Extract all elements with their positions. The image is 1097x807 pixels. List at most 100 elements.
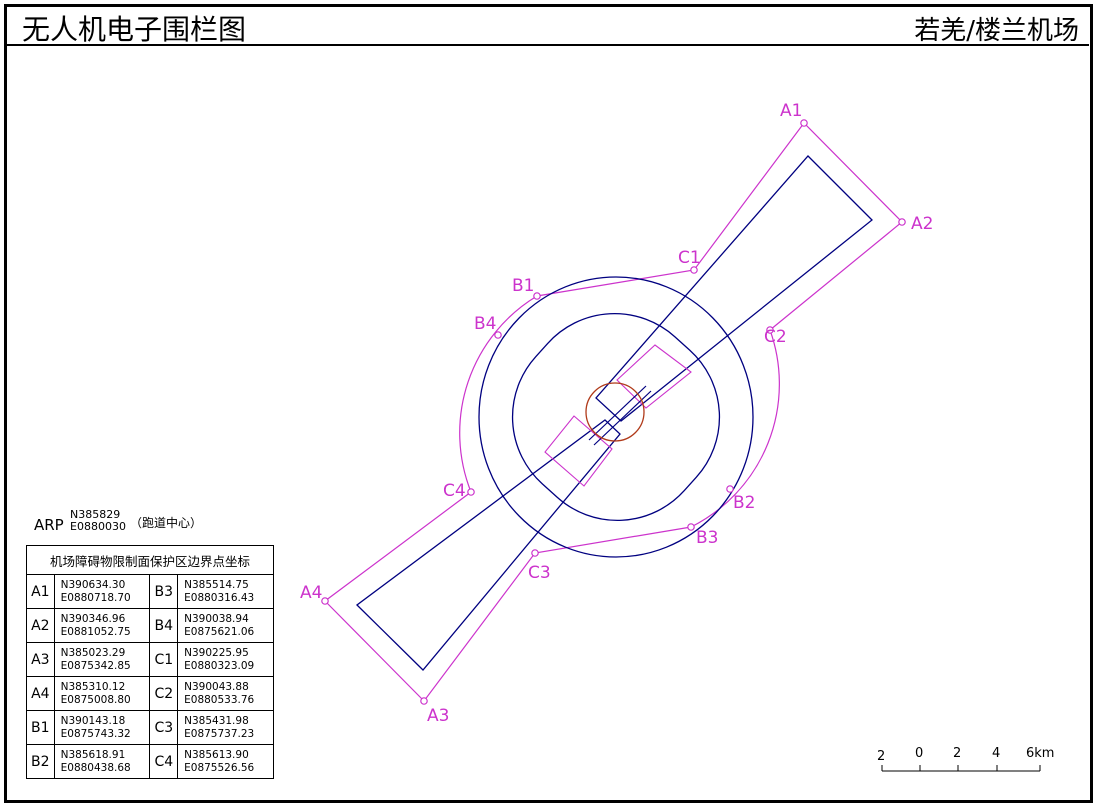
point-c3-label: C3 — [528, 563, 551, 583]
point-a3-marker — [420, 697, 428, 705]
point-north: N385310.12 — [60, 680, 126, 693]
point-id: A3 — [26, 642, 55, 677]
point-c3-marker — [531, 549, 539, 557]
point-north: N390225.95 — [184, 646, 249, 659]
point-east: E0880533.76 — [184, 693, 255, 706]
point-b3-marker — [687, 523, 695, 531]
point-north: N390634.30 — [60, 578, 126, 591]
point-id: A4 — [26, 676, 55, 711]
point-east: E0880438.68 — [60, 761, 131, 774]
point-id: B1 — [26, 710, 55, 745]
point-a2-marker — [898, 218, 906, 226]
airport-name: 若羌/楼兰机场 — [914, 16, 1079, 46]
scale-tick-label: 2 — [877, 749, 885, 764]
arp-east: E0880030 — [70, 520, 126, 533]
point-b1-marker — [533, 292, 541, 300]
point-east: E0880718.70 — [60, 591, 131, 604]
point-b2-label: B2 — [733, 493, 755, 513]
protection-boundary — [324, 122, 903, 702]
point-b3-label: B3 — [696, 528, 718, 548]
runway-strip-ne — [616, 344, 692, 409]
scale-tick-label: 2 — [953, 746, 961, 761]
point-c4-marker — [467, 488, 475, 496]
runway-line-1 — [588, 385, 647, 441]
point-id: A1 — [26, 574, 55, 609]
outer-border — [4, 4, 1093, 803]
point-north: N390038.94 — [184, 612, 249, 625]
arp-north: N385829 — [70, 508, 121, 521]
conical-surface — [478, 276, 754, 558]
point-east: E0875526.56 — [184, 761, 255, 774]
point-north: N390043.88 — [184, 680, 249, 693]
point-b4-label: B4 — [474, 314, 496, 334]
point-north: N385514.75 — [184, 578, 249, 591]
arp-label: ARP — [34, 516, 64, 534]
point-c1-marker — [690, 266, 698, 274]
point-id: A2 — [26, 608, 55, 643]
scale-tick-label: 6km — [1026, 746, 1054, 761]
map-title: 无人机电子围栏图 — [22, 13, 247, 46]
scale-tick-label: 4 — [992, 746, 1000, 761]
arp-circle — [585, 382, 645, 442]
approach-surface-ne — [595, 155, 873, 422]
point-c1-label: C1 — [678, 248, 701, 268]
point-c2-label: C2 — [764, 327, 787, 347]
point-east: E0880323.09 — [184, 659, 255, 672]
runway-strip-sw — [544, 415, 613, 487]
inner-horizontal-surface — [511, 312, 721, 522]
scale-tick-label: 0 — [915, 746, 923, 761]
runway-line-2 — [593, 390, 652, 446]
point-id: C2 — [149, 676, 179, 711]
point-north: N385023.29 — [60, 646, 126, 659]
point-east: E0875743.32 — [60, 727, 131, 740]
point-b2-marker — [726, 485, 734, 493]
point-b4-marker — [494, 331, 502, 339]
point-north: N385613.90 — [184, 748, 249, 761]
point-north: N385431.98 — [184, 714, 249, 727]
point-id: B4 — [149, 608, 179, 643]
point-a1-marker — [800, 119, 808, 127]
point-east: E0875008.80 — [60, 693, 131, 706]
point-id: B3 — [149, 574, 179, 609]
point-east: E0881052.75 — [60, 625, 131, 638]
point-a1-label: A1 — [780, 101, 802, 121]
point-c2-marker — [766, 326, 774, 334]
point-east: E0875737.23 — [184, 727, 255, 740]
point-id: B2 — [26, 744, 55, 779]
point-a2-label: A2 — [911, 214, 933, 234]
title-bar: 无人机电子围栏图 若羌/楼兰机场 — [6, 6, 1089, 46]
point-north: N390346.96 — [60, 612, 126, 625]
point-east: E0875621.06 — [184, 625, 255, 638]
point-a3-label: A3 — [427, 706, 449, 726]
point-c4-label: C4 — [443, 481, 466, 501]
point-east: E0875342.85 — [60, 659, 131, 672]
point-id: C3 — [149, 710, 179, 745]
point-east: E0880316.43 — [184, 591, 255, 604]
approach-surface-sw — [356, 419, 621, 671]
point-id: C1 — [149, 642, 179, 677]
point-north: N385618.91 — [60, 748, 126, 761]
point-a4-label: A4 — [300, 583, 322, 603]
point-id: C4 — [149, 744, 179, 779]
arp-note: （跑道中心） — [130, 516, 203, 530]
